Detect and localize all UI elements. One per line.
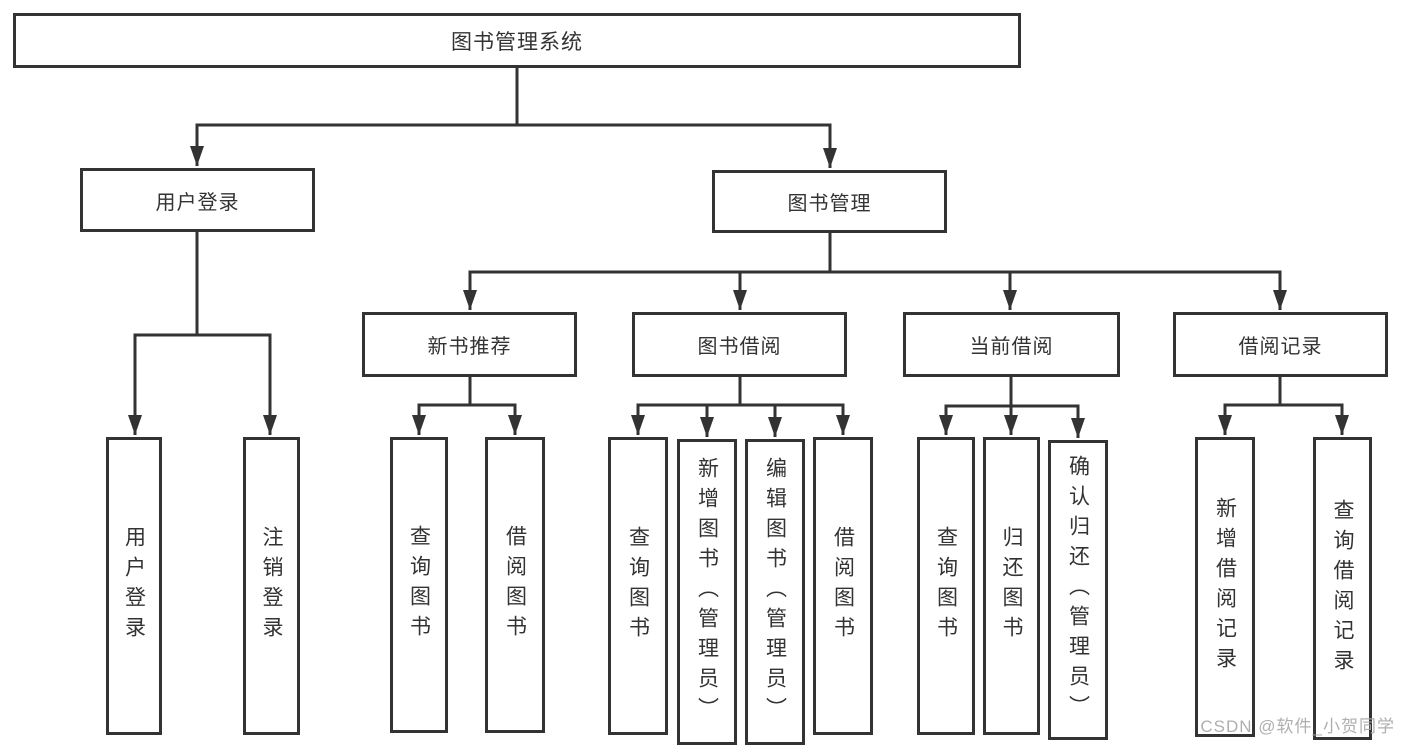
leaf-add-books-admin: 新增图书（管理员）	[677, 439, 737, 745]
leaf-user-login: 用户登录	[106, 437, 162, 735]
leaf-current-query-books: 查询图书	[917, 437, 975, 735]
leaf-borrowing-borrow-books: 借阅图书	[813, 437, 873, 735]
leaf-add-borrow-record: 新增借阅记录	[1195, 437, 1255, 737]
leaf-borrowing-query-books: 查询图书	[608, 437, 668, 735]
leaf-edit-books-admin: 编辑图书（管理员）	[745, 439, 805, 745]
leaf-recommend-query-books: 查询图书	[390, 437, 448, 733]
node-current-borrowing: 当前借阅	[903, 312, 1120, 377]
leaf-return-books: 归还图书	[983, 437, 1040, 735]
leaf-recommend-borrow-books: 借阅图书	[485, 437, 545, 733]
leaf-query-borrow-record: 查询借阅记录	[1313, 437, 1372, 740]
csdn-watermark: CSDN @软件_小贺同学	[1200, 717, 1395, 736]
node-new-book-recommend: 新书推荐	[362, 312, 577, 377]
leaf-logout-login: 注销登录	[243, 437, 300, 735]
node-library-management-system: 图书管理系统	[13, 13, 1021, 68]
node-borrowing-records: 借阅记录	[1173, 312, 1388, 377]
node-user-login: 用户登录	[80, 168, 315, 232]
node-book-borrowing: 图书借阅	[632, 312, 847, 377]
node-book-management: 图书管理	[712, 170, 947, 233]
leaf-confirm-return-admin: 确认归还（管理员）	[1048, 440, 1108, 740]
